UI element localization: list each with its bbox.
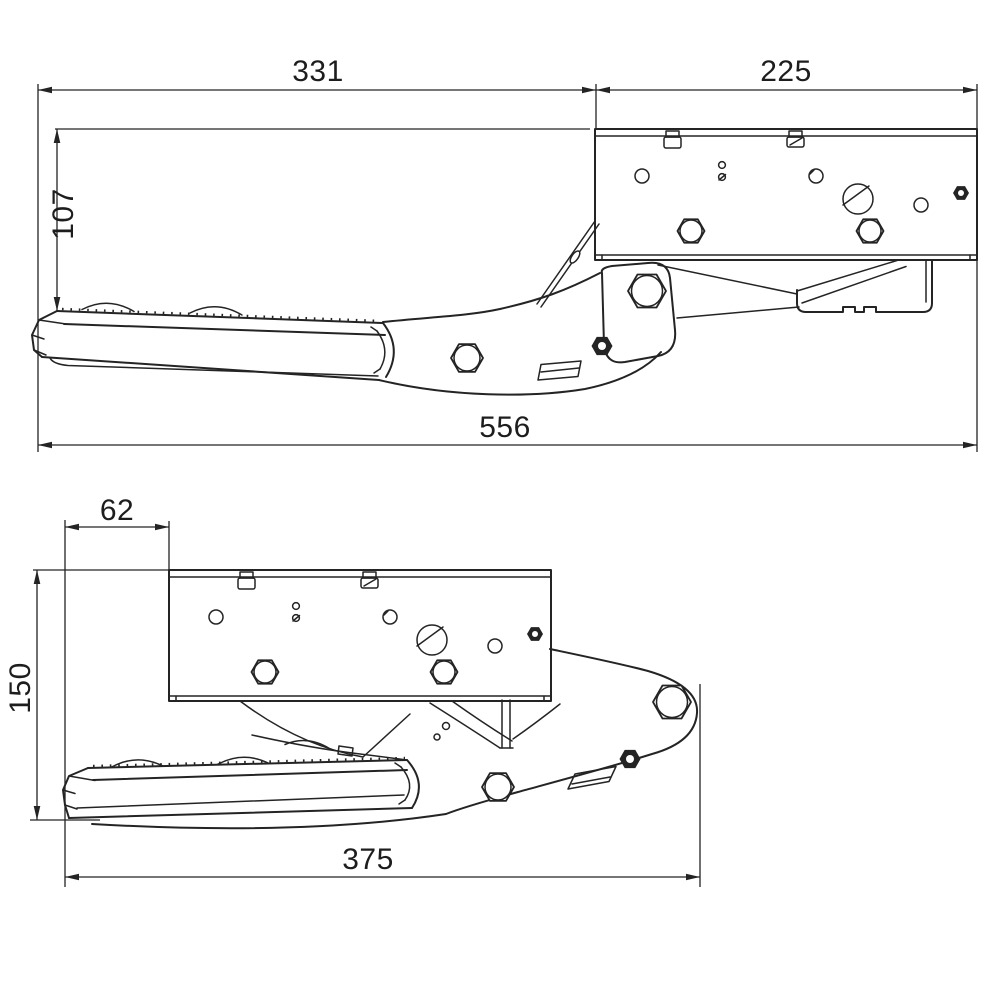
dim-label-225: 225 [760,55,812,88]
pivot-bolt [627,273,667,309]
arm-outline [91,648,699,830]
strike-tab [567,765,617,790]
dim-label-150: 150 [4,662,37,714]
pivot-arm-extended [378,220,800,396]
dim-label-331: 331 [292,55,344,88]
mounting-bracket-retracted [169,570,551,701]
arm-bolt [481,772,515,802]
dimensions-retracted: 62 150 375 [4,494,701,887]
lock-nut [591,336,613,356]
pivot-bolt [652,684,692,720]
dim-label-375: 375 [342,843,394,876]
under-bracket-housing [796,259,933,313]
arm-bolt [450,343,484,373]
dim-label-62: 62 [100,494,134,527]
mounting-bracket-extended [595,129,977,260]
view-retracted: 62 150 375 [4,494,701,887]
step-tread-extended [31,302,395,381]
dim-label-107: 107 [47,188,80,240]
dimensions-extended: 331 225 107 556 [37,55,978,452]
pivot-plate [600,261,677,364]
dim-label-556: 556 [479,411,531,444]
folded-linkage [239,699,561,761]
lock-nut [619,749,641,769]
pivot-arm-retracted [91,648,699,830]
view-extended: 331 225 107 556 [31,55,978,452]
rod-end-fitting [569,250,581,264]
step-tread-retracted [62,756,420,819]
strike-tab [537,360,582,381]
